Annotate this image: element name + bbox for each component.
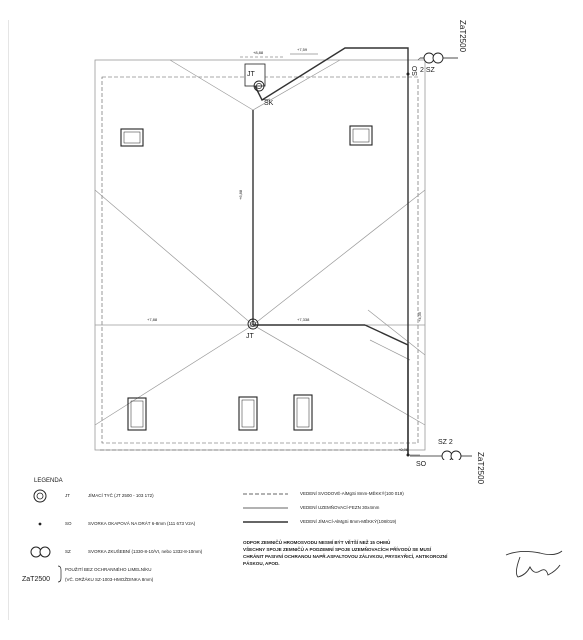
- legend-title: LEGENDA: [34, 478, 63, 484]
- height-left-mid: +7,88: [147, 317, 158, 322]
- air-termination-lines: [252, 47, 409, 455]
- roof-windows: [120, 125, 373, 431]
- air-terminal-center: [247, 318, 259, 330]
- bracket-icon: [57, 565, 62, 583]
- dot-icon: [38, 522, 42, 526]
- air-terminal-top: [253, 80, 265, 92]
- note-line-2: VŠECHNY SPOJE ZEMNIČŮ A PODZEMNÍ SPOJE U…: [243, 547, 432, 552]
- roof-ridges: [94, 59, 426, 426]
- double-circle-icon: [33, 489, 47, 503]
- height-right-vertical: +4,35: [417, 311, 422, 322]
- height-vertical-ridge: +6,88: [238, 189, 243, 200]
- dimension-lines: [100, 53, 421, 456]
- label-so-top: SO: [412, 65, 419, 76]
- legend-line-text-1: VEDENÍ SVODOVÉ-AlMgSi 8mm-MĚKKÝ(100 019): [300, 491, 404, 496]
- height-top-right: +7,59: [297, 47, 308, 52]
- legend-text-so: SVORKA OKAPOVÁ NA DRÁT 6-8mm (111 673 V2…: [88, 521, 196, 526]
- test-clamp-top: [423, 52, 444, 64]
- legend-code-so: SO: [65, 521, 72, 526]
- twin-circle-icon: [30, 546, 51, 558]
- roof-plan-drawing: [94, 47, 472, 460]
- grounding-note: ODPOR ZEMNIČŮ HROMOSVODU NESMÍ BÝT VĚTŠÍ…: [243, 539, 453, 567]
- height-right-mid: +7,338: [297, 317, 310, 322]
- legend-code-jt: JT: [65, 493, 70, 498]
- test-clamp-bottom: [441, 450, 462, 460]
- legend-symbols: [30, 489, 62, 583]
- note-line-4: PÁSKOU, APOD.: [243, 561, 280, 566]
- legend-line-text-2: VEDENÍ UZEMŇOVACÍ-FEZN 30x4mm: [300, 505, 380, 510]
- sheet-margin-line: [8, 20, 9, 620]
- label-jt-top: JT: [247, 71, 255, 78]
- legend-line-samples: [243, 493, 288, 523]
- height-top-left: +8,88: [253, 50, 264, 55]
- label-sz-top: 2 SZ: [420, 67, 435, 74]
- legend-zat-text-1: POUŽITÍ BEZ OCHRANNÉHO LIMELNÍKU: [65, 567, 152, 572]
- label-sk: SK: [264, 100, 274, 107]
- legend-text-jt: JÍMACÍ TYČ (JT 2500 - 103 172): [88, 493, 154, 498]
- roof-outline: [94, 59, 426, 451]
- label-zat-top: ZaT2500: [458, 20, 467, 53]
- signature: [505, 550, 563, 578]
- legend-line-text-3: VEDENÍ JÍMACÍ-AlMgSi 8mm-MĚKKÝ(108/019): [300, 519, 397, 524]
- clamp-dot-bottom: [406, 453, 410, 457]
- note-line-3: CHRÁNIT PASIVNÍ OCHRANOU NAPŘ.ASFALTOVOU…: [243, 554, 448, 559]
- label-zat-bottom: ZaT2500: [476, 452, 485, 485]
- label-jt-center: JT: [246, 333, 254, 340]
- height-bottom: +0,96: [398, 447, 409, 452]
- clamp-dot-top: [406, 72, 410, 76]
- note-line-1: ODPOR ZEMNIČŮ HROMOSVODU NESMÍ BÝT VĚTŠÍ…: [243, 540, 391, 545]
- legend-zat-code: ZaT2500: [22, 576, 51, 583]
- legend-code-sz: SZ: [65, 549, 71, 554]
- legend-text-sz: SVORKA ZKUŠEBNÍ (1330-8-10/VI, nebo 1332…: [88, 549, 203, 554]
- label-so-bottom: SO: [416, 461, 427, 468]
- label-sz-bottom: SZ 2: [438, 439, 453, 446]
- legend-zat-text-2: (VČ. DRŽÁKU SZ-1003-HMOŽDINKA 8mm): [65, 577, 154, 582]
- roof-inner-dashed: [101, 76, 419, 444]
